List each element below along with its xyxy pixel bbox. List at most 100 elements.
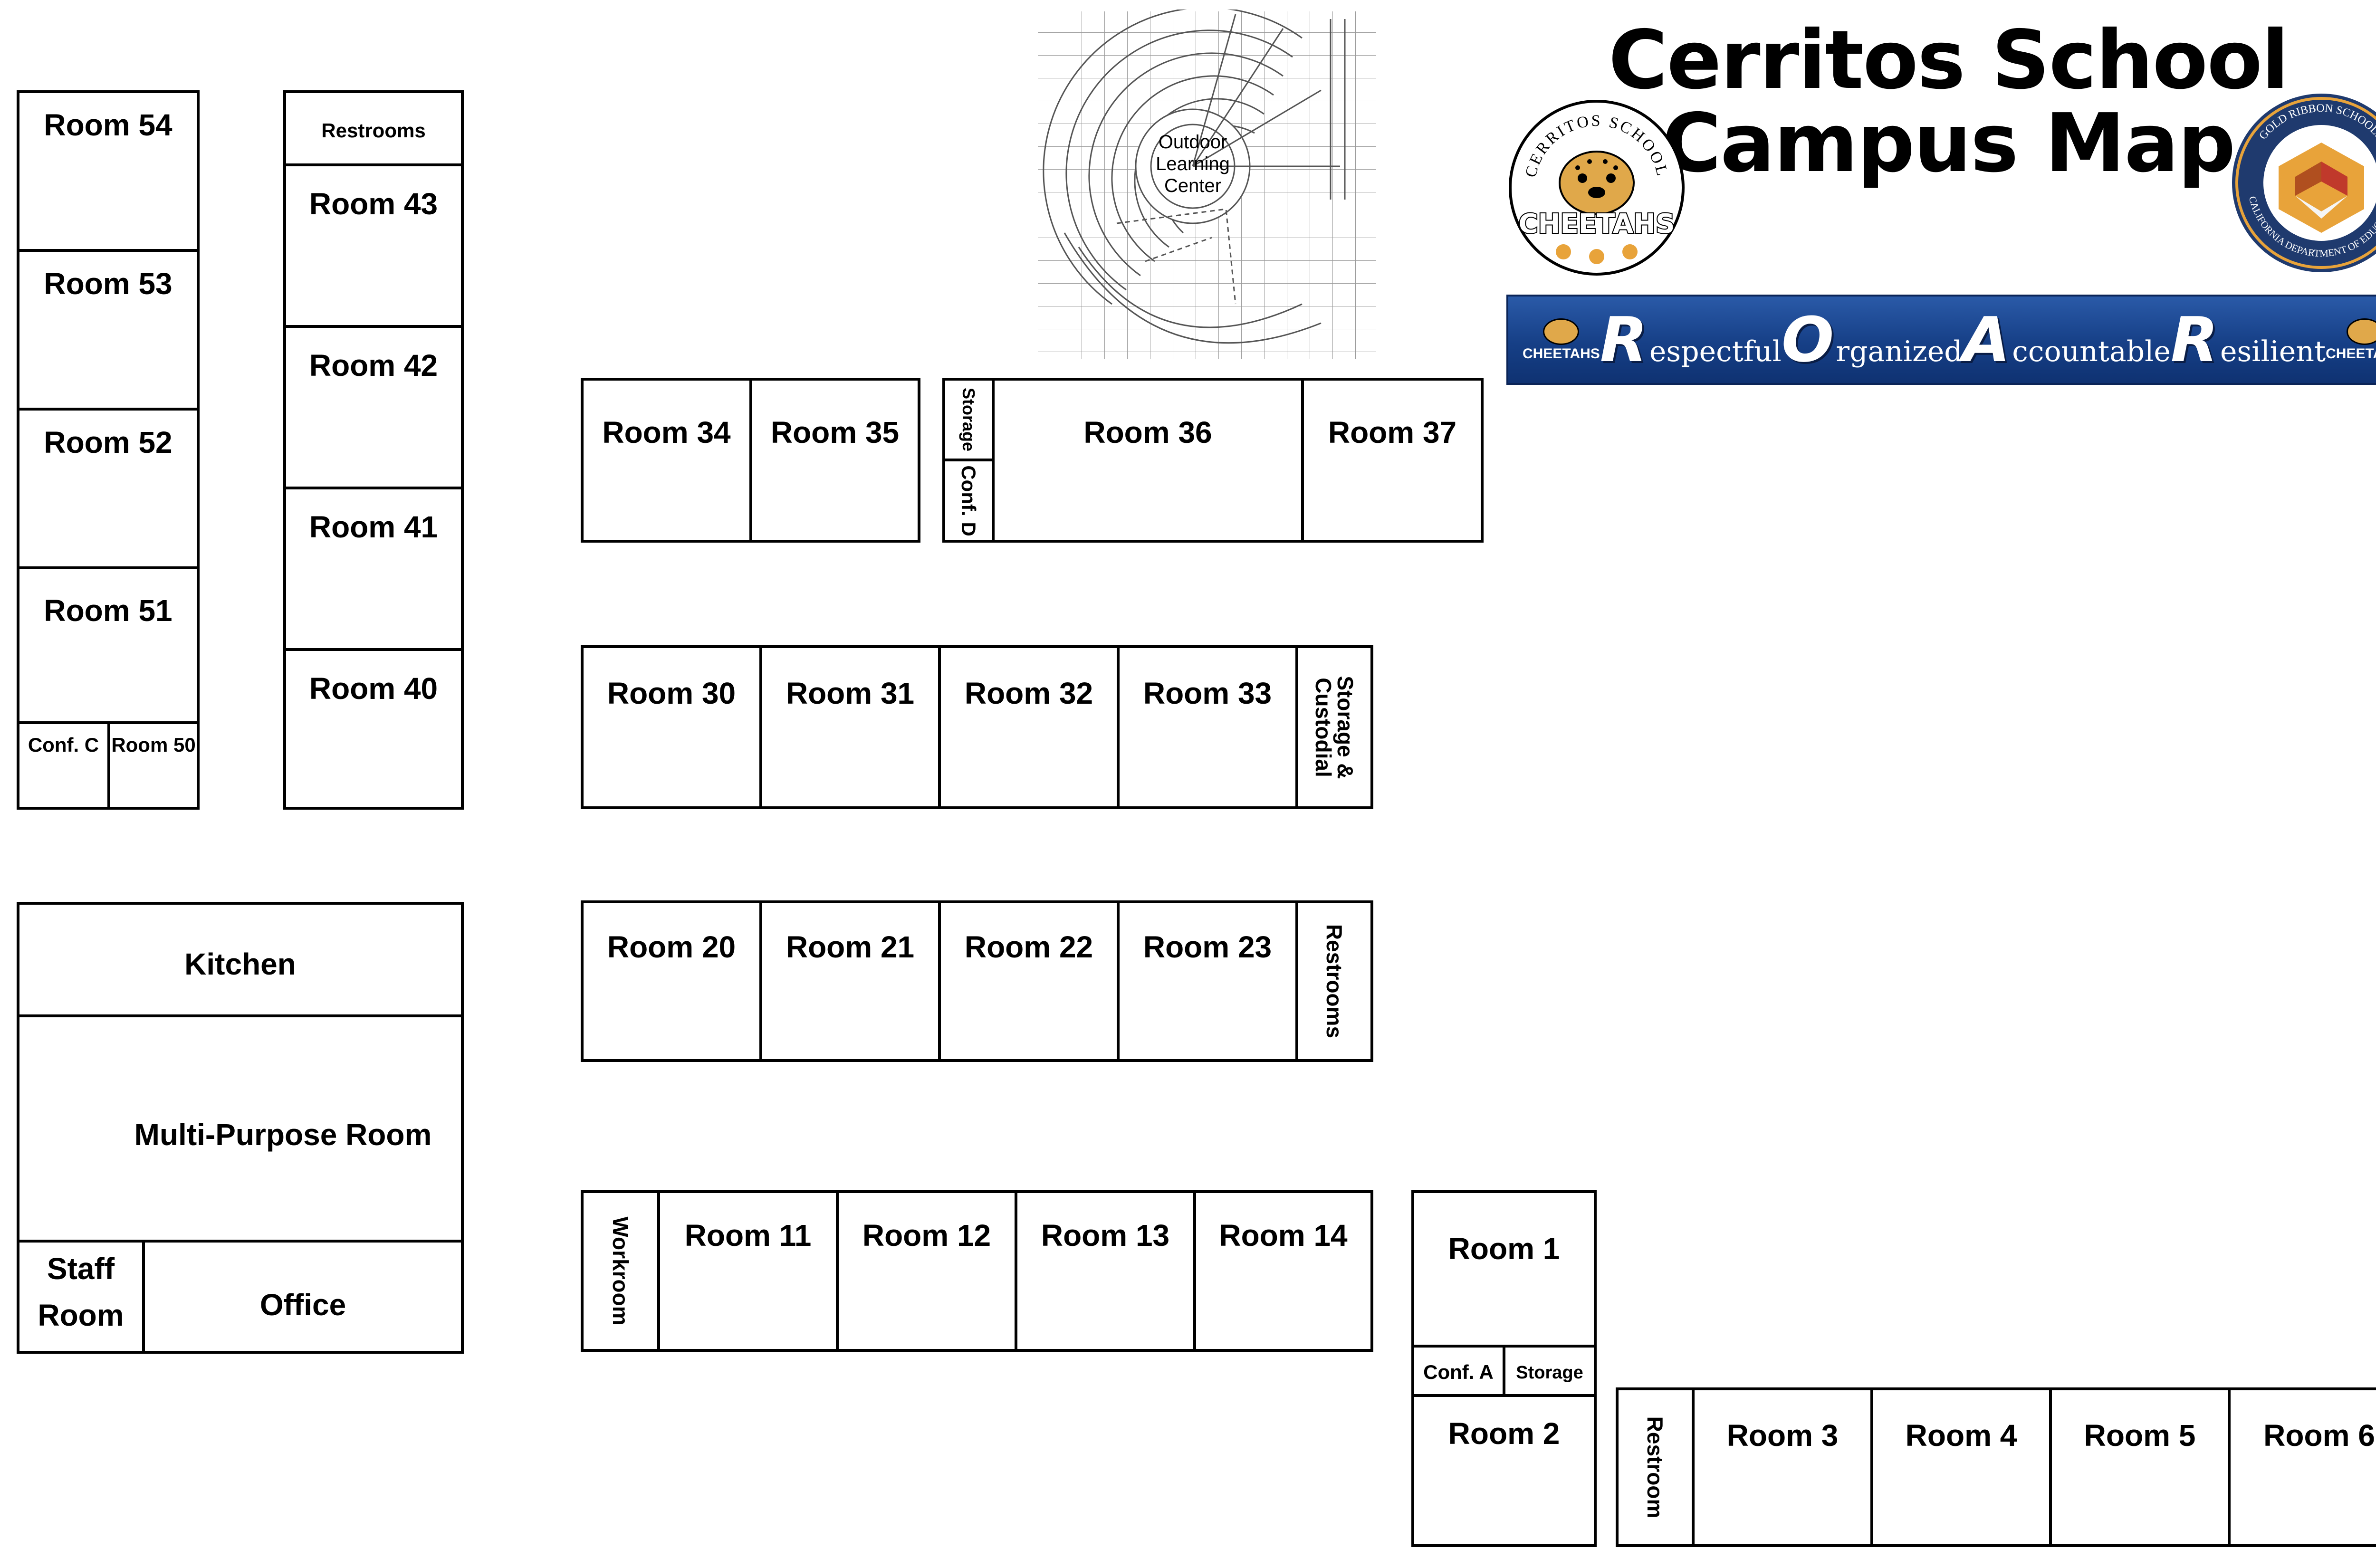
outdoor-center-label: Outdoor	[1159, 132, 1227, 153]
room-42[interactable]: Room 42	[283, 325, 464, 489]
room-label: Room 36	[1083, 415, 1212, 449]
room-label: Room	[38, 1298, 124, 1332]
room-6[interactable]: Room 6	[2228, 1387, 2376, 1547]
room-label: Kitchen	[184, 947, 296, 981]
room-43[interactable]: Room 43	[283, 163, 464, 328]
room-label: Office	[259, 1288, 346, 1322]
restroom-row-3[interactable]: Restroom	[1616, 1387, 1695, 1547]
room-label: Room 6	[2263, 1418, 2375, 1453]
roar-letter: R	[2170, 304, 2218, 376]
room-label: Room 1	[1448, 1232, 1560, 1266]
conf-d[interactable]: Conf. D	[942, 459, 995, 543]
room-41[interactable]: Room 41	[283, 487, 464, 651]
room-label: Room 34	[602, 415, 731, 449]
room-12[interactable]: Room 12	[836, 1190, 1017, 1352]
room-label: Room 43	[309, 187, 438, 221]
room-37[interactable]: Room 37	[1301, 378, 1484, 543]
outdoor-center-label: Learning	[1156, 153, 1230, 174]
room-50[interactable]: Room 50	[107, 721, 200, 810]
room-label: Storage & Custodial	[1311, 675, 1358, 779]
storage-room-36[interactable]: Storage	[942, 378, 995, 461]
conf-c[interactable]: Conf. C	[17, 721, 110, 810]
multi-purpose-room[interactable]: Multi-Purpose Room	[17, 1014, 464, 1243]
cheetahs-badge-right: CHEETAHS	[2326, 318, 2376, 361]
room-11[interactable]: Room 11	[657, 1190, 839, 1352]
conf-a[interactable]: Conf. A	[1411, 1345, 1505, 1397]
outdoor-learning-center[interactable]: Outdoor Learning Center	[1036, 10, 1378, 361]
kitchen[interactable]: Kitchen	[17, 902, 464, 1017]
roar-word-respectful: R espectful	[1600, 304, 1782, 376]
room-14[interactable]: Room 14	[1193, 1190, 1373, 1352]
room-label: Room 5	[2084, 1418, 2196, 1453]
cheetahs-badge-left: CHEETAHS	[1523, 318, 1600, 361]
room-label: Storage	[1516, 1363, 1583, 1383]
workroom[interactable]: Workroom	[581, 1190, 660, 1352]
room-13[interactable]: Room 13	[1015, 1190, 1196, 1352]
room-label: Room 35	[770, 415, 900, 449]
roar-word-organized: O rganized	[1782, 304, 1963, 376]
room-label: Restroom	[1643, 1416, 1667, 1519]
storage-custodial[interactable]: Storage & Custodial	[1295, 645, 1373, 809]
room-label: Room 21	[786, 930, 915, 964]
storage-room-1[interactable]: Storage	[1503, 1345, 1597, 1397]
room-label: Room 23	[1143, 930, 1272, 964]
roar-letter: A	[1962, 304, 2011, 376]
roar-word-text: ccountable	[2012, 335, 2171, 368]
room-label: Multi-Purpose Room	[134, 1118, 432, 1152]
room-51[interactable]: Room 51	[17, 566, 200, 724]
room-31[interactable]: Room 31	[759, 645, 941, 809]
room-23[interactable]: Room 23	[1117, 900, 1298, 1062]
office[interactable]: Office	[142, 1240, 464, 1354]
title-line: Campus Map	[1662, 96, 2235, 191]
restrooms-row-20[interactable]: Restrooms	[1295, 900, 1373, 1062]
room-label: Restrooms	[1322, 924, 1347, 1039]
room-3[interactable]: Room 3	[1692, 1387, 1873, 1547]
badge-text: CHEETAHS	[1523, 346, 1600, 362]
room-label: Conf. A	[1423, 1361, 1494, 1383]
room-label: Room 4	[1905, 1418, 2017, 1453]
cheetah-icon	[1559, 151, 1635, 215]
paw-icon	[1556, 244, 1638, 264]
room-34[interactable]: Room 34	[581, 378, 752, 543]
room-35[interactable]: Room 35	[749, 378, 920, 543]
room-54[interactable]: Room 54	[17, 90, 200, 252]
room-label: Workroom	[608, 1216, 633, 1326]
cheetah-icon	[1543, 318, 1580, 345]
room-label-line: Storage &	[1333, 675, 1358, 779]
room-label: Room 11	[684, 1218, 812, 1252]
room-label: Room 37	[1328, 415, 1457, 449]
room-1[interactable]: Room 1	[1411, 1190, 1597, 1348]
roar-word-text: rganized	[1836, 335, 1963, 368]
room-label: Room 12	[862, 1218, 991, 1252]
room-53[interactable]: Room 53	[17, 249, 200, 411]
roar-letter: O	[1781, 304, 1834, 376]
cheetahs-school-logo: CERRITOS SCHOOL CHEETAHS	[1509, 100, 1685, 276]
room-label: Room 3	[1726, 1418, 1839, 1453]
room-label: Room 2	[1448, 1416, 1560, 1451]
room-30[interactable]: Room 30	[581, 645, 762, 809]
room-40[interactable]: Room 40	[283, 648, 464, 810]
staff-room[interactable]: Staff Room	[17, 1240, 145, 1354]
restrooms-north[interactable]: Restrooms	[283, 90, 464, 166]
room-label: Room 54	[44, 108, 172, 142]
room-2[interactable]: Room 2	[1411, 1394, 1597, 1547]
room-label: Staff	[47, 1252, 115, 1286]
room-5[interactable]: Room 5	[2049, 1387, 2231, 1547]
outdoor-center-label: Center	[1164, 175, 1221, 196]
room-33[interactable]: Room 33	[1117, 645, 1298, 809]
room-52[interactable]: Room 52	[17, 408, 200, 569]
room-label: Room 13	[1041, 1218, 1170, 1252]
room-label: Room 42	[309, 348, 438, 382]
room-21[interactable]: Room 21	[759, 900, 941, 1062]
room-label: Room 50	[111, 734, 196, 756]
roar-word-resilient: R esilient	[2171, 304, 2326, 376]
room-36[interactable]: Room 36	[992, 378, 1304, 543]
room-label: Room 31	[786, 676, 915, 710]
room-32[interactable]: Room 32	[938, 645, 1120, 809]
roar-banner: CHEETAHS R espectful O rganized A ccount…	[1506, 295, 2376, 385]
room-22[interactable]: Room 22	[938, 900, 1120, 1062]
room-20[interactable]: Room 20	[581, 900, 762, 1062]
room-label: Room 52	[44, 425, 172, 459]
room-label: Room 14	[1219, 1218, 1348, 1252]
room-4[interactable]: Room 4	[1870, 1387, 2052, 1547]
